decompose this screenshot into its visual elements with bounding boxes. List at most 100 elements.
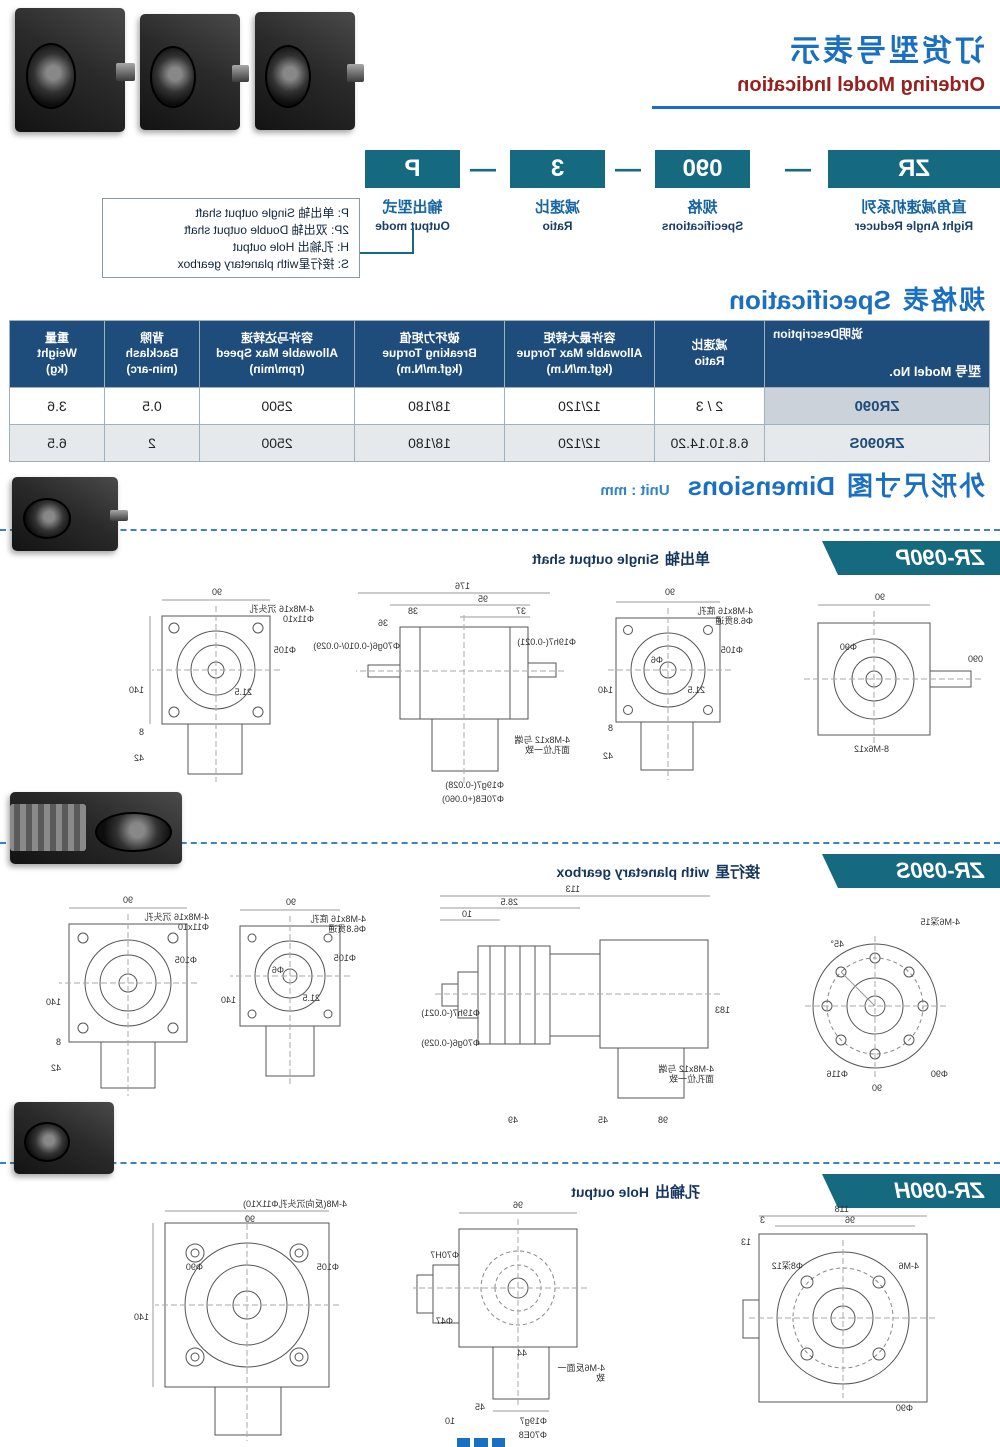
dim-label: Φ90 — [930, 1069, 948, 1079]
dim-label: Φ105 — [174, 955, 197, 965]
drawing-front-view-counterbore: 4-M8x16 沉头孔Φ11x10 Φ105 90 140 8 42 — [40, 895, 209, 1123]
dim-note: 4-M8x16 底孔Φ6.8贯通 — [310, 914, 366, 935]
section-label-cn: 单出轴 — [664, 551, 710, 568]
dim-label: 38 — [407, 606, 418, 616]
output-mode-s: S: 接行星with planetary gearbox — [177, 257, 349, 272]
dim-label: 21.5 — [302, 993, 320, 1003]
col-backlash: 背隙 Backlash (min-arc) — [104, 320, 200, 388]
dim-label: 8 — [55, 1037, 61, 1047]
model-code-series: ZR — [828, 150, 1000, 188]
section-label: 单出轴 Single output shaft — [532, 548, 710, 569]
label-en: Specifications — [661, 219, 744, 233]
dim-label: 118 — [834, 1204, 849, 1214]
page-title-cn: 订货型号表示 — [787, 35, 985, 68]
shaft-detail — [116, 62, 135, 82]
cell-ratio: 6.8.10.14.20 — [654, 424, 765, 462]
label-cn: 减速比 — [535, 199, 581, 216]
dim-note: 4-M8x16 沉头孔Φ11x10 — [249, 604, 314, 625]
front-view-sketch — [230, 909, 350, 1084]
output-mode-connector-v — [412, 228, 414, 254]
dim-label: Φ105 — [273, 645, 296, 655]
cell-weight: 6.5 — [9, 424, 105, 462]
model-code-dash: — — [785, 153, 811, 183]
dim-label: 140 — [133, 1312, 149, 1322]
model-code-ratio: 3 — [510, 150, 605, 188]
drawing-front-view-tapped: 90 4-M8x16 底孔Φ6.8贯通 Φ105 Φ6 21.5 140 8 4… — [595, 587, 753, 805]
corner-model: 型号 Model No. — [889, 364, 981, 380]
output-mode-h: H: 孔输出 Hole output — [232, 240, 349, 255]
table-row: ZR090S 6.8.10.14.20 12/120 18/180 2500 2… — [9, 424, 990, 462]
dim-note: 4-M8x12 与端面孔位一致 — [514, 735, 570, 756]
output-mode-connector-h — [360, 252, 414, 254]
dim-label: Φ6 — [271, 965, 284, 975]
section-label: 接行星with planetary gearbox — [557, 861, 761, 882]
section-flag-zr090p: ZR-090P — [822, 541, 1000, 575]
label-en: Ratio — [542, 219, 573, 233]
section-photo-zr090p — [12, 477, 128, 551]
dim-label: Φ105 — [316, 1262, 339, 1272]
dim-label: 21.5 — [234, 687, 252, 697]
dim-label: 96 — [844, 1215, 855, 1225]
flange-face-sketch — [742, 1215, 935, 1403]
dim-note: 4-M6深15 — [920, 917, 960, 927]
section-label-cn: 孔输出 — [654, 1184, 700, 1201]
side-hole-sketch — [413, 1212, 587, 1412]
corner-header-cell: 说明Description 型号 Model No. — [764, 320, 990, 388]
dim-label: 98 — [657, 1115, 668, 1125]
spec-table: 说明Description 型号 Model No. 减速比 Ratio 容许最… — [9, 320, 990, 462]
section-divider-dashed — [0, 1162, 1000, 1164]
section-photo-zr090s — [10, 792, 182, 864]
cell-model: ZR090S — [764, 424, 990, 462]
drawing-output-side-view: 90 Φ90 8-M6x12 090 — [790, 592, 985, 770]
footer-logo-partial — [457, 1438, 505, 1447]
dim-label: Φ105 — [333, 953, 356, 963]
model-label-ratio: 减速比 Ratio — [510, 196, 605, 233]
model-label-series: 直角减速机系列 Right Angle Reducer — [828, 196, 1000, 233]
col-weight: 重量 Weight (kg) — [9, 320, 105, 388]
drawing-front-view-counterbore: 4-M8(反向沉头孔Φ11X10) Φ105 Φ90 140 90 — [130, 1199, 355, 1447]
section-label-en: Single output shaft — [532, 551, 659, 567]
dim-label: 8 — [138, 727, 144, 737]
model-label-size: 规格 Specifications — [655, 196, 750, 233]
front-view-sketch — [605, 601, 731, 780]
col-speed: 容许马达转速 Allowable Max Speed (rpm/min) — [199, 320, 355, 388]
flange-detail — [150, 46, 196, 109]
dim-label: Φ70E8 — [518, 1430, 547, 1440]
dim-label: 42 — [602, 751, 613, 761]
section-label-cn: 接行星 — [714, 864, 760, 881]
dim-label: 95 — [477, 594, 488, 604]
dim-label: 140 — [220, 995, 236, 1005]
dim-label: Φ6 — [650, 655, 663, 665]
dim-label: 140 — [45, 997, 61, 1007]
section-zr090h: ZR-090H 孔输出Hole output 118 96 3 13 Φ8深1 — [0, 1102, 1000, 1447]
dim-label: 36 — [377, 618, 388, 628]
dim-label: 4-M6 — [898, 1261, 919, 1271]
dim-label: 090 — [967, 654, 983, 664]
dim-label: 96 — [512, 1200, 523, 1210]
dim-note: Φ19h7(-0.021) — [517, 637, 576, 647]
dim-label: 45° — [830, 939, 844, 949]
model-code-output: P — [365, 150, 460, 188]
flange-detail — [95, 812, 172, 853]
output-mode-2p: 2P: 双出轴 Double output shaft — [184, 223, 349, 238]
drawing-flange-face-view: 118 96 3 13 Φ8深12 4-M6 Φ90 — [725, 1204, 955, 1436]
table-row: ZR090 2 / 3 12/120 18/180 2500 0.5 3.6 — [9, 387, 990, 425]
planetary-stage-detail — [10, 803, 86, 852]
spec-title-en: Specification — [729, 285, 891, 315]
cell-torque: 12/120 — [504, 424, 655, 462]
dim-note: Φ70g6(-0.029) — [421, 1038, 480, 1048]
assembly-sketch — [356, 592, 564, 785]
dim-label: 45 — [597, 1115, 608, 1125]
cell-backlash: 2 — [104, 424, 200, 462]
cell-ratio: 2 / 3 — [654, 387, 765, 425]
drawing-planetary-assembly: 113 28.5 10 183 98 45 49 Φ19h7(-0.021) Φ… — [421, 884, 730, 1136]
dim-label: Φ70H7 — [430, 1250, 459, 1260]
cell-weight: 3.6 — [9, 387, 105, 425]
table-header-row: 说明Description 型号 Model No. 减速比 Ratio 容许最… — [9, 320, 990, 388]
dim-label: 90 — [664, 587, 675, 597]
dim-note: Φ8深12 — [771, 1261, 803, 1271]
cell-torque: 12/120 — [504, 387, 655, 425]
planetary-assembly-sketch — [435, 895, 720, 1099]
dim-label: Φ19g7(-0.028) — [445, 780, 504, 790]
